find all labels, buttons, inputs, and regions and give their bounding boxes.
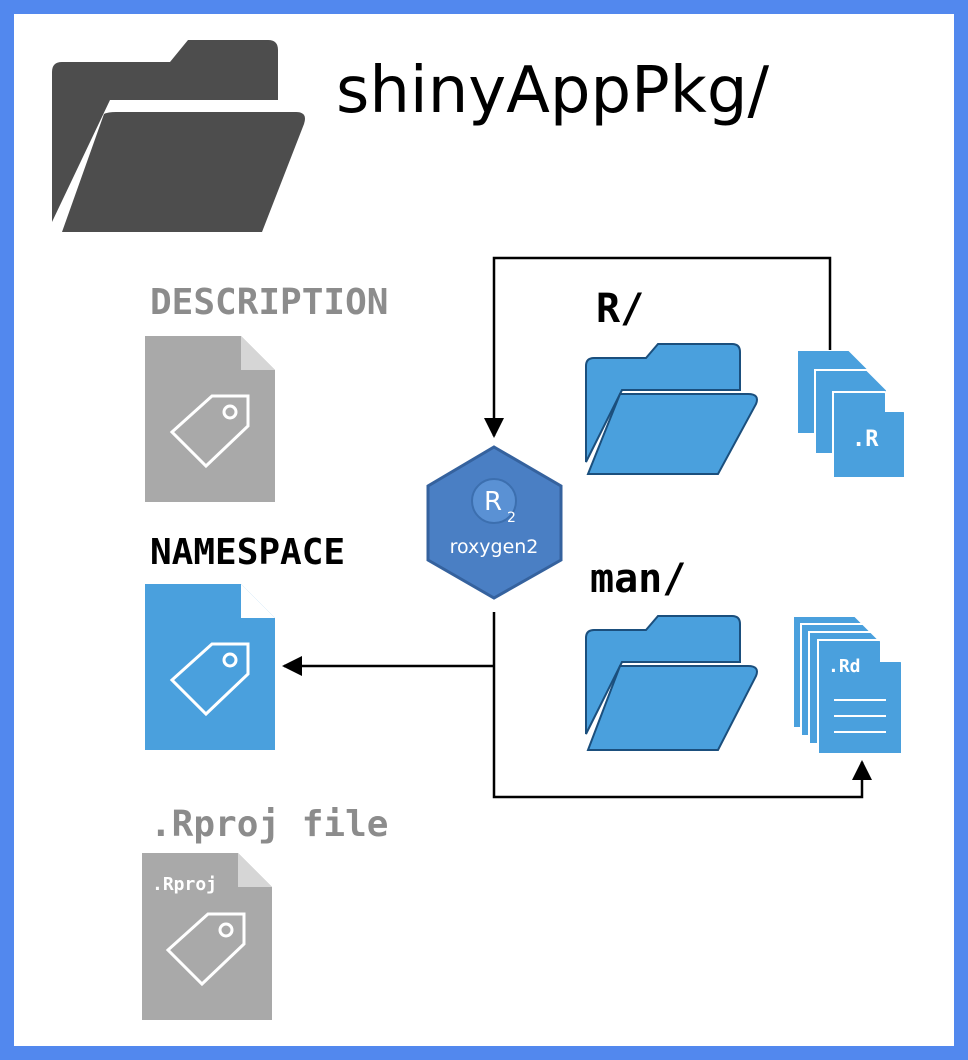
description-file-icon	[145, 336, 275, 502]
arrow-r-files-to-roxygen	[484, 256, 832, 438]
man-folder-icon	[585, 615, 758, 751]
rd-lines	[834, 699, 886, 733]
man-folder-label: man/	[590, 556, 686, 602]
tag-icon	[169, 394, 250, 469]
tag-icon	[165, 912, 246, 987]
package-title: shinyAppPkg/	[336, 54, 769, 128]
roxygen-logo-subscript: 2	[507, 510, 516, 526]
namespace-label: NAMESPACE	[150, 532, 345, 573]
r-file-ext: .R	[852, 427, 879, 452]
arrow-roxygen-to-rd-files	[492, 612, 872, 799]
r-files-stack-icon: .R	[796, 349, 906, 479]
rd-file-ext: .Rd	[828, 656, 861, 677]
rproj-file-icon: .Rproj	[142, 853, 272, 1020]
package-folder-icon	[52, 40, 305, 232]
description-label: DESCRIPTION	[150, 282, 388, 323]
roxygen-name: roxygen2	[450, 536, 539, 558]
rproj-tag-text: .Rproj	[152, 874, 217, 895]
r-folder-icon	[585, 343, 758, 475]
namespace-file-icon	[145, 584, 275, 750]
tag-icon	[169, 642, 250, 717]
roxygen-logo-letter: R	[484, 487, 502, 517]
rproj-label: .Rproj file	[150, 804, 388, 845]
r-folder-label: R/	[596, 286, 644, 332]
roxygen2-logo: R 2 roxygen2	[426, 445, 563, 600]
rd-files-stack-icon: .Rd	[792, 615, 903, 755]
